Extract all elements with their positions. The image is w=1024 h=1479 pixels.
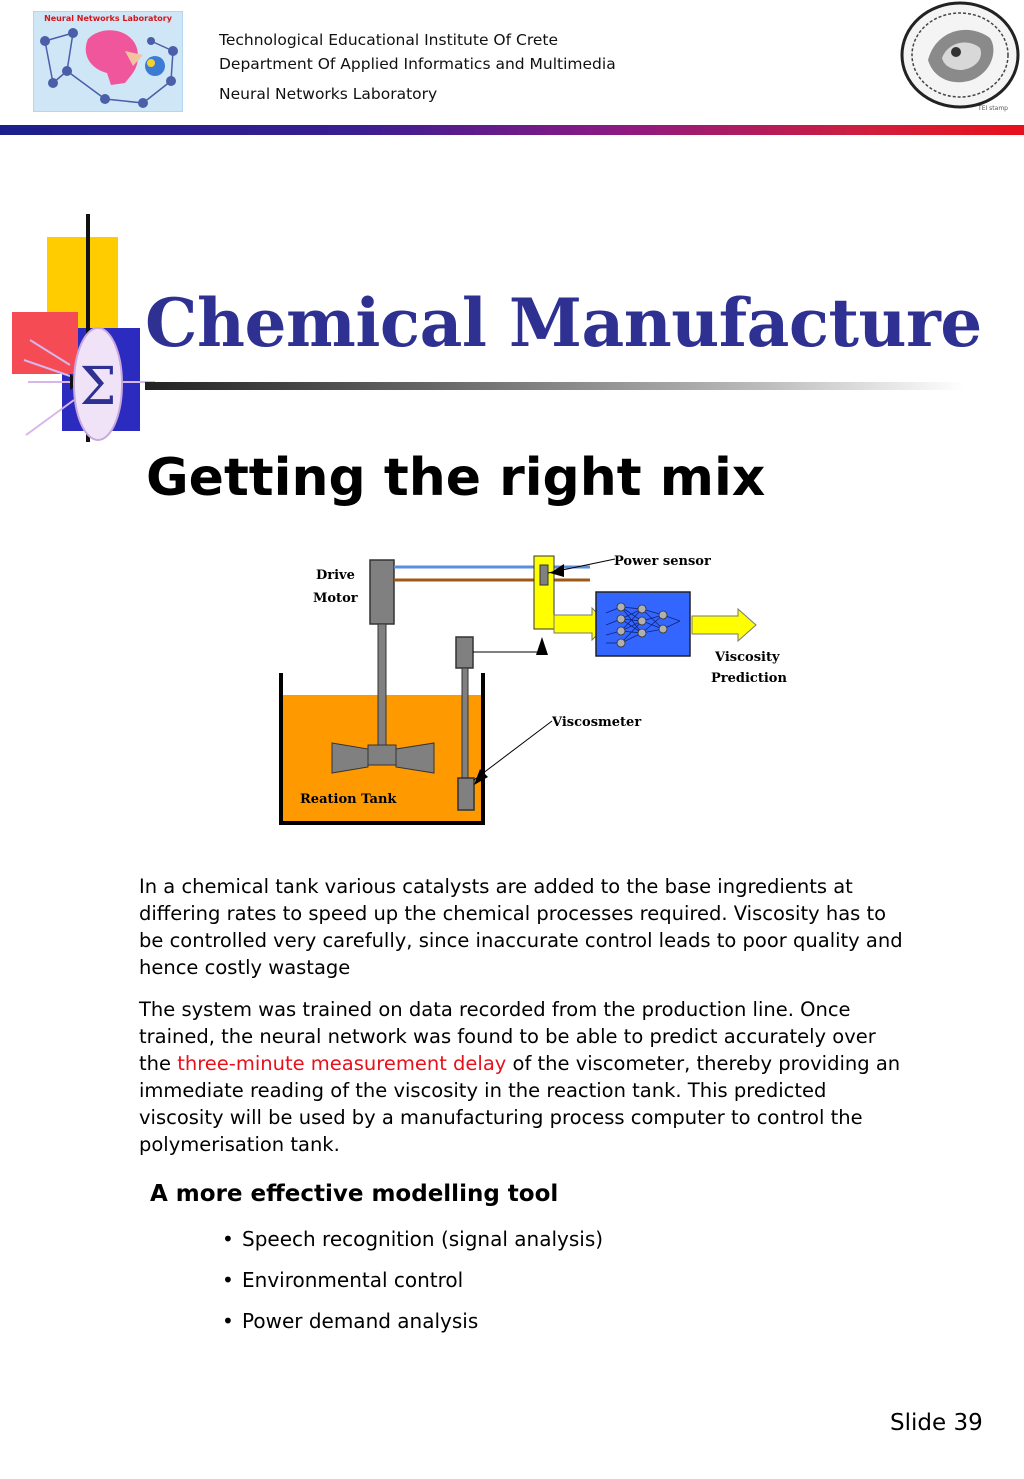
- paragraph-training: The system was trained on data recorded …: [139, 996, 909, 1158]
- slide-title: Chemical Manufacture: [145, 284, 982, 362]
- bullet-dot-icon: •: [222, 1227, 234, 1251]
- bullet-item: •Speech recognition (signal analysis): [222, 1227, 604, 1251]
- paragraph-training-part1: The system was trained on data recorded …: [139, 998, 876, 1075]
- title-underline: [145, 382, 965, 390]
- header-color-bar: [0, 125, 1024, 135]
- bullet-item: •Power demand analysis: [222, 1309, 479, 1333]
- lab-name: Neural Networks Laboratory: [219, 85, 438, 103]
- viscometer-signal-line: [473, 643, 543, 653]
- svg-text:Σ: Σ: [80, 357, 117, 417]
- institute-seal: TEI stamp: [900, 1, 1020, 112]
- institution-name: Technological Educational Institute Of C…: [219, 31, 558, 49]
- neural-networks-lab-logo: Neural Networks Laboratory: [33, 11, 183, 112]
- svg-text:Neural Networks Laboratory: Neural Networks Laboratory: [44, 14, 173, 23]
- reaction-tank-label: Reation Tank: [300, 792, 397, 807]
- viscometer-sensor: [457, 777, 475, 811]
- stirrer-blade-right: [395, 742, 435, 774]
- department-name: Department Of Applied Informatics and Mu…: [219, 55, 616, 73]
- measurement-delay-highlight: three-minute measurement delay: [177, 1052, 507, 1075]
- section-heading: A more effective modelling tool: [150, 1181, 559, 1207]
- bullet-dot-icon: •: [222, 1268, 234, 1292]
- viscometer-probe: [461, 667, 469, 781]
- power-sensor: [539, 564, 549, 586]
- drive-motor-label-1: Drive: [316, 568, 355, 583]
- slide-subtitle: Getting the right mix: [146, 448, 766, 508]
- bullet-item: •Environmental control: [222, 1268, 464, 1292]
- drive-motor-label-2: Motor: [313, 591, 358, 606]
- sigma-decoration: Σ: [12, 214, 155, 442]
- bullet-dot-icon: •: [222, 1309, 234, 1333]
- stirrer-blade-left: [331, 742, 369, 774]
- power-sensor-label: Power sensor: [614, 554, 711, 569]
- viscosity-prediction-label-1: Viscosity: [714, 650, 780, 665]
- slide-number: Slide 39: [890, 1410, 983, 1436]
- viscometer-head: [455, 636, 474, 669]
- paragraph-catalysts: In a chemical tank various catalysts are…: [139, 875, 903, 979]
- drive-motor: [369, 559, 395, 625]
- paragraph-training-part2: of the viscometer, thereby providing an …: [139, 1052, 901, 1156]
- viscometer-pointer: [473, 720, 553, 781]
- stirrer-hub: [367, 744, 397, 766]
- output-arrow: [691, 607, 757, 643]
- power-sensor-housing: [533, 555, 555, 630]
- viscometer-label: Viscosmeter: [551, 715, 641, 730]
- stirrer-shaft: [377, 623, 387, 753]
- reaction-tank-wall: [279, 673, 485, 825]
- chemical-process-diagram: Reation Tank Drive Motor Power sensor Vi…: [279, 554, 787, 825]
- viscosity-prediction-label-2: Prediction: [711, 671, 787, 686]
- svg-text:TEI stamp: TEI stamp: [977, 105, 1008, 112]
